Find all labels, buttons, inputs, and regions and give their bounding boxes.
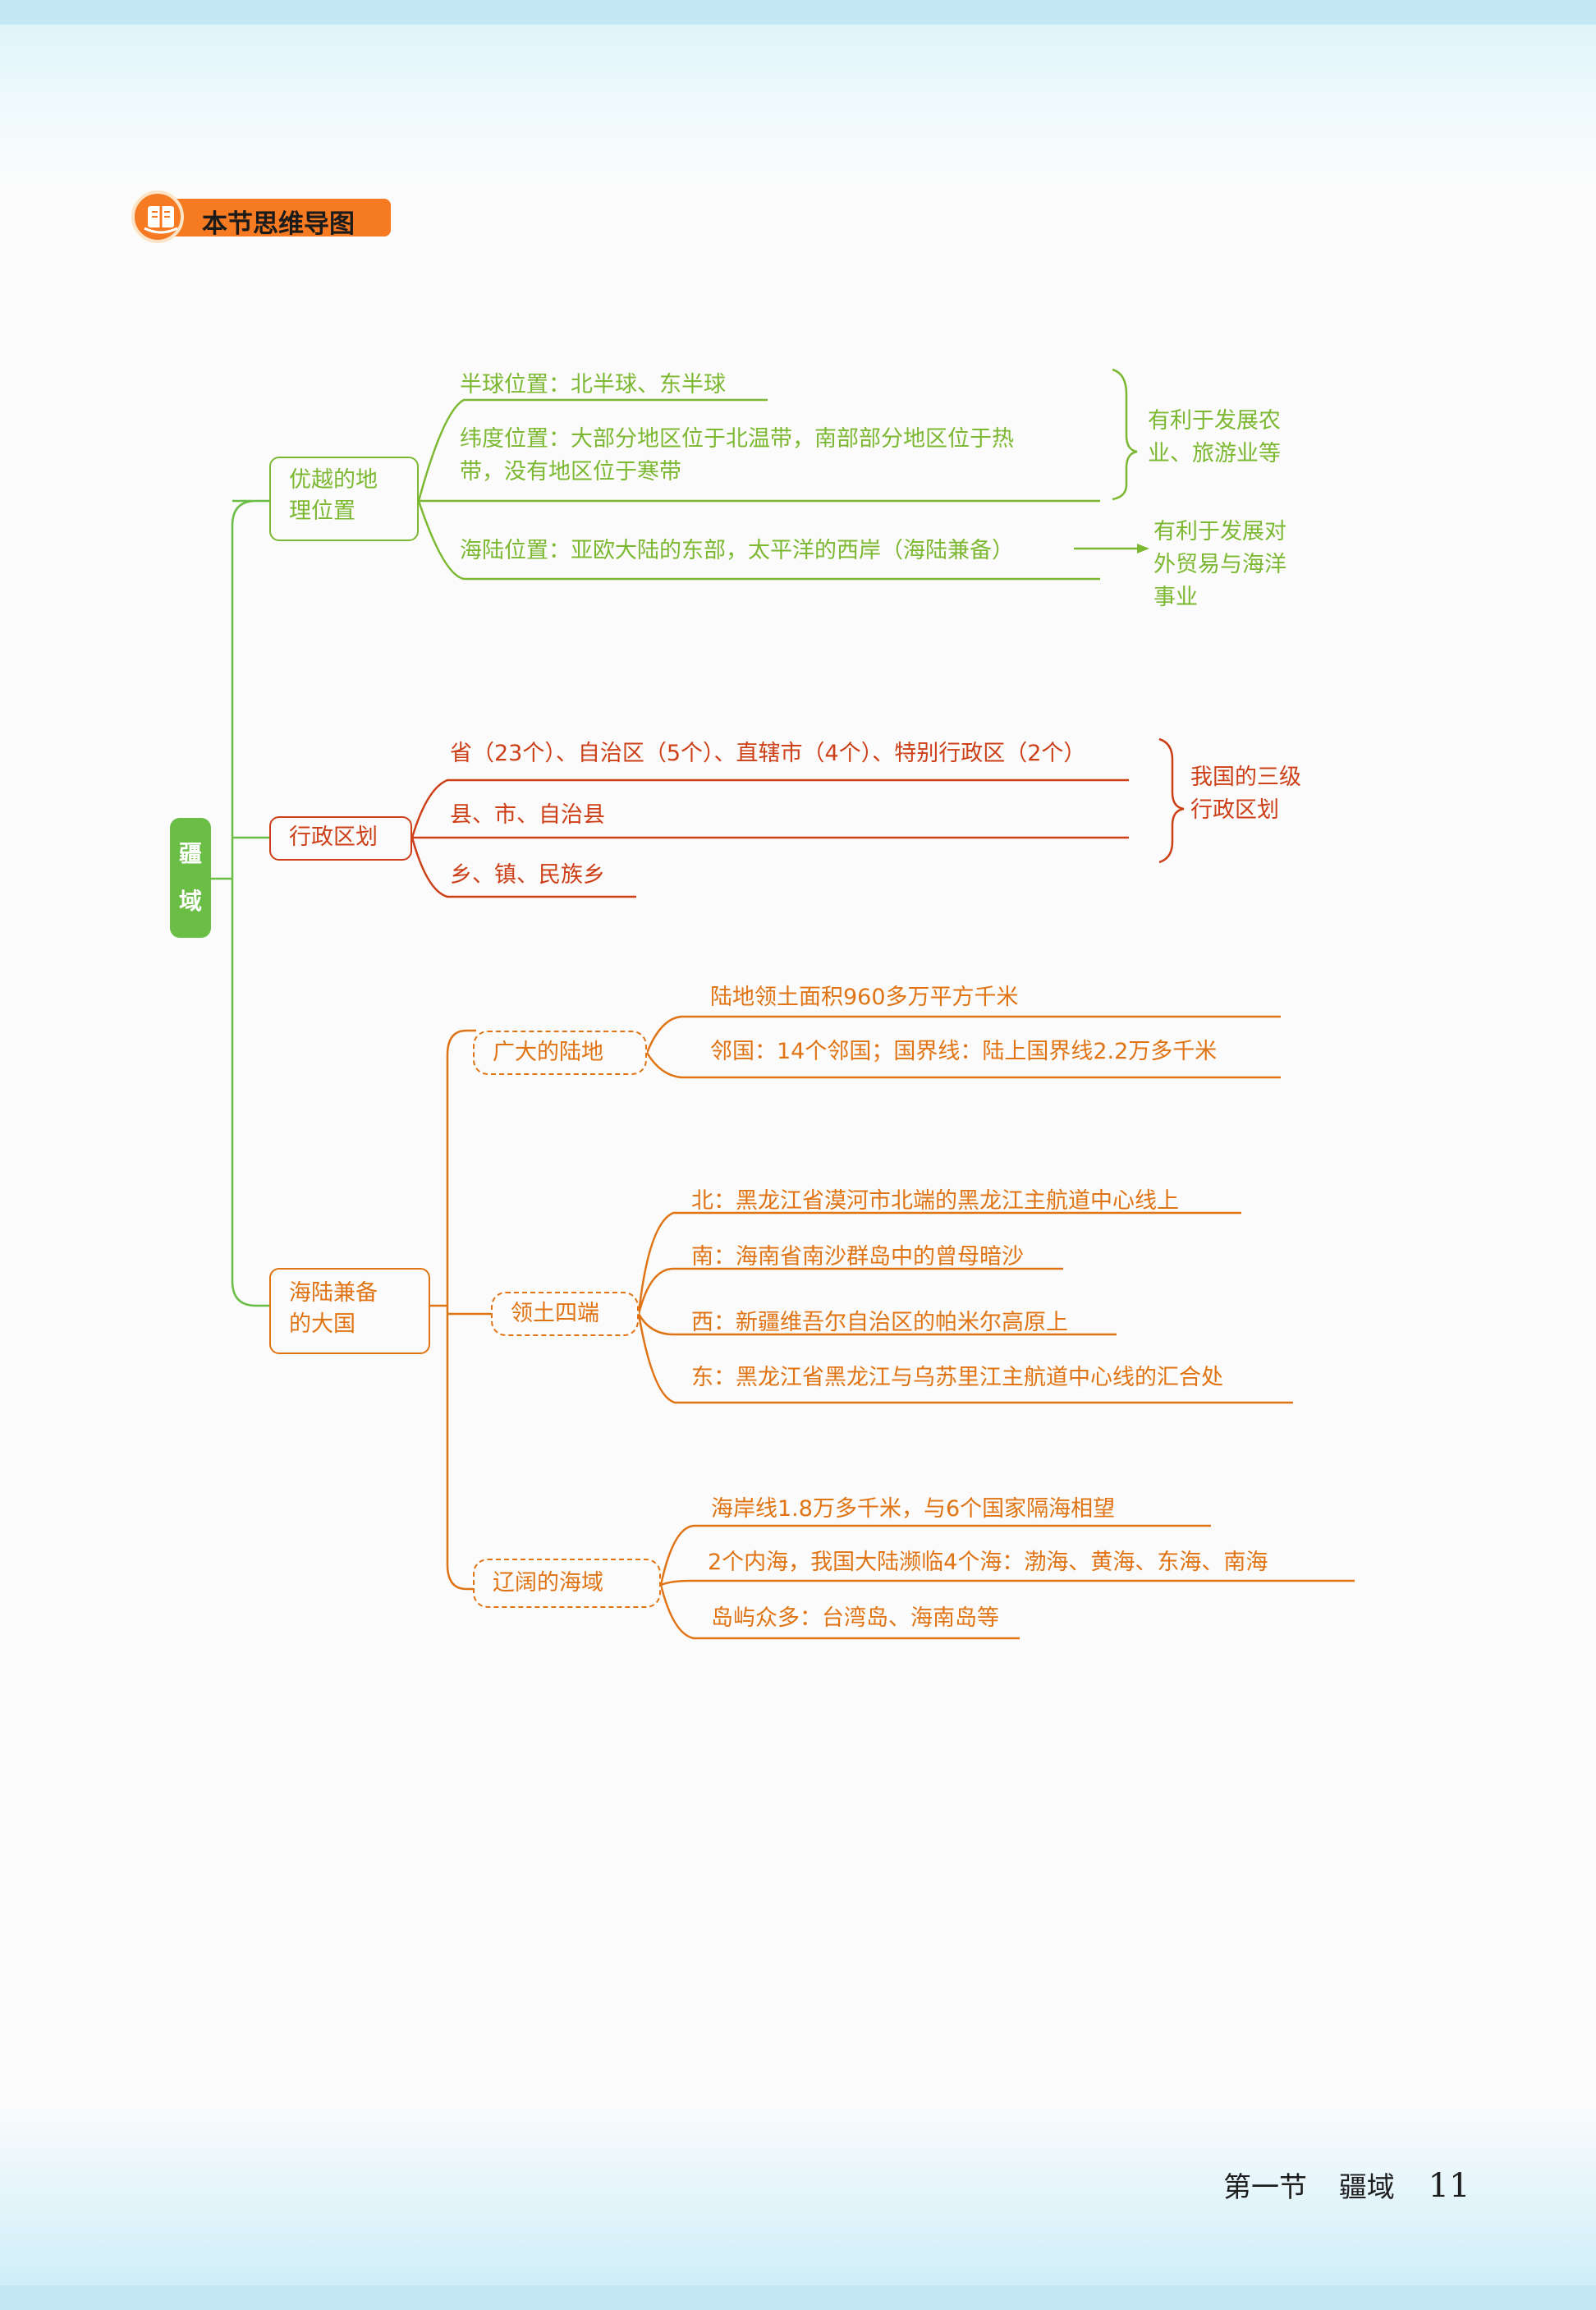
- root-label-line2: 域: [178, 888, 202, 915]
- note-three-level-line2: 行政区划: [1190, 797, 1279, 823]
- note-trade-line3: 事业: [1153, 585, 1198, 610]
- sub-sea-label: 辽阔的海域: [493, 1570, 603, 1596]
- note-trade-line2: 外贸易与海洋: [1153, 552, 1286, 577]
- page-footer: 第一节 疆域 11: [1223, 2165, 1470, 2205]
- section-title: 本节思维导图: [202, 209, 355, 239]
- latitude-item-line1: 纬度位置：大部分地区位于北温带，南部部分地区位于热: [460, 426, 1014, 452]
- root-label-line1: 疆: [178, 840, 202, 867]
- section-badge-pill: [156, 199, 391, 237]
- branch-location-label-line2: 理位置: [289, 498, 355, 524]
- sea-inner-seas-item: 2个内海，我国大陆濒临4个海：渤海、黄海、东海、南海: [708, 1550, 1268, 1575]
- branch-admin-node: 行政区划: [269, 816, 412, 861]
- root-node: 疆 域: [170, 818, 211, 938]
- admin-county-item: 县、市、自治县: [450, 802, 605, 828]
- sea-coastline-item: 海岸线1.8万多千米，与6个国家隔海相望: [711, 1496, 1116, 1522]
- note-trade-line1: 有利于发展对: [1153, 519, 1286, 544]
- book-icon: [144, 206, 178, 234]
- footer-topic: 疆域: [1338, 2171, 1395, 2204]
- header-band: [0, 0, 1596, 25]
- note-agriculture-line2: 业、旅游业等: [1148, 441, 1281, 466]
- admin-township-item: 乡、镇、民族乡: [450, 862, 605, 888]
- branch-admin-label: 行政区划: [289, 824, 378, 850]
- sea-land-item: 海陆位置：亚欧大陆的东部，太平洋的西岸（海陆兼备）: [460, 538, 1014, 563]
- sub-land-node: 广大的陆地: [473, 1031, 647, 1075]
- branch-location-label-line1: 优越的地: [289, 467, 378, 493]
- admin-province-item: 省（23个）、自治区（5个）、直辖市（4个）、特别行政区（2个）: [450, 741, 1086, 766]
- extreme-west-item: 西：新疆维吾尔自治区的帕米尔高原上: [691, 1310, 1068, 1335]
- section-badge: 本节思维导图: [131, 191, 394, 243]
- branch-country-label-line2: 的大国: [289, 1311, 355, 1337]
- extreme-north-item: 北：黑龙江省漠河市北端的黑龙江主航道中心线上: [691, 1188, 1179, 1214]
- note-three-level-line1: 我国的三级: [1190, 765, 1301, 790]
- section-badge-circle: [131, 191, 184, 243]
- sub-land-label: 广大的陆地: [493, 1040, 603, 1065]
- sub-extremes-label: 领土四端: [511, 1301, 599, 1326]
- branch-country-node: 海陆兼备 的大国: [269, 1268, 430, 1354]
- hemisphere-item: 半球位置：北半球、东半球: [460, 372, 726, 397]
- page-number: 11: [1428, 2167, 1470, 2205]
- footer-section: 第一节: [1223, 2171, 1307, 2204]
- sub-sea-node: 辽阔的海域: [473, 1559, 661, 1608]
- branch-country-label-line1: 海陆兼备: [289, 1280, 378, 1306]
- branch-location-node: 优越的地 理位置: [269, 457, 419, 541]
- extreme-south-item: 南：海南省南沙群岛中的曾母暗沙: [691, 1244, 1024, 1270]
- note-agriculture-line1: 有利于发展农: [1148, 408, 1281, 434]
- sub-extremes-node: 领土四端: [491, 1292, 639, 1336]
- land-neighbor-item: 邻国：14个邻国；国界线：陆上国界线2.2万多千米: [710, 1039, 1218, 1064]
- sea-islands-item: 岛屿众多：台湾岛、海南岛等: [711, 1605, 999, 1631]
- extreme-east-item: 东：黑龙江省黑龙江与乌苏里江主航道中心线的汇合处: [691, 1365, 1223, 1390]
- latitude-item-line2: 带，没有地区位于寒带: [460, 459, 681, 485]
- land-area-item: 陆地领土面积960多万平方千米: [710, 985, 1019, 1010]
- footer-band: [0, 2285, 1596, 2310]
